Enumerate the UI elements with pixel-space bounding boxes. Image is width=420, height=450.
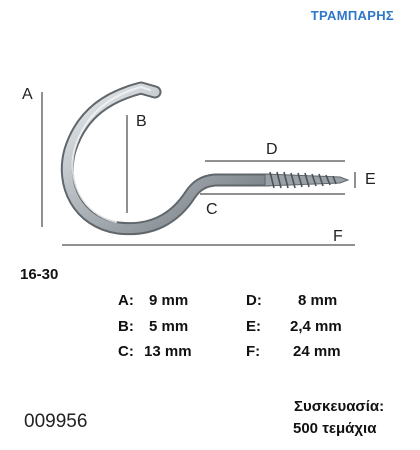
label-e: E (365, 171, 376, 188)
label-c: C (206, 201, 218, 218)
brand-logo: ΤΡΑΜΠΑΡΗΣ (310, 8, 394, 23)
hook-diagram (41, 81, 356, 246)
spec-a-key: A: (118, 292, 134, 309)
hook-wire (62, 83, 273, 234)
spec-e-value: 2,4 mm (290, 318, 342, 335)
spec-d-key: D: (246, 292, 262, 309)
spec-b-key: B: (118, 318, 134, 335)
spec-c-key: C: (118, 343, 134, 360)
model-number: 16-30 (20, 266, 59, 283)
label-f: F (333, 228, 343, 245)
label-a: A (22, 86, 33, 103)
label-b: B (136, 113, 147, 130)
hook-highlight (71, 85, 151, 223)
spec-f-value: 24 mm (293, 343, 341, 360)
packaging-label: Συσκευασία: (294, 398, 385, 415)
spec-f-key: F: (246, 343, 261, 360)
spec-a-value: 9 mm (149, 292, 189, 309)
spec-b-value: 5 mm (149, 318, 189, 335)
label-d: D (266, 141, 278, 158)
packaging-value: 500 τεμάχια (293, 420, 377, 437)
product-code: 009956 (24, 411, 88, 432)
spec-c-value: 13 mm (144, 343, 192, 360)
spec-d-value: 8 mm (298, 292, 338, 309)
screw-thread (264, 171, 350, 189)
spec-e-key: E: (246, 318, 261, 335)
